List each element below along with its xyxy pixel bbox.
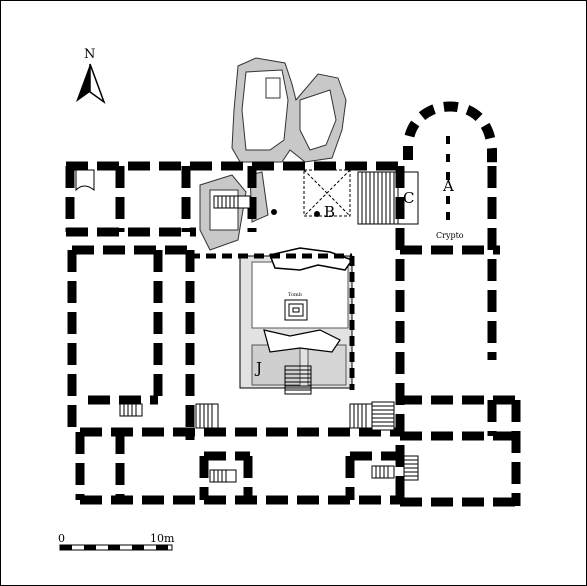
north-arrow: N <box>76 47 106 105</box>
walls <box>65 161 521 507</box>
drum-east-step <box>371 401 395 431</box>
drum-court-west <box>195 403 219 429</box>
drum-south-east <box>371 465 395 479</box>
stair-south-east <box>403 455 419 481</box>
crypto-axis <box>446 136 450 220</box>
room-label-j: J <box>254 359 262 377</box>
column-base <box>271 209 277 215</box>
court-walls <box>190 253 355 390</box>
stair-north-room <box>213 195 251 209</box>
tomb-label: Tomb <box>288 292 302 298</box>
room-label-b: B <box>324 203 335 221</box>
room-label-c: C <box>403 189 414 207</box>
north-label: N <box>84 47 95 62</box>
scale-start: 0 <box>58 532 65 545</box>
room-label-a: A <box>442 177 454 195</box>
drum-west-upper <box>119 403 143 417</box>
scale-bar: 0 10m <box>58 532 175 551</box>
column-drums <box>119 195 419 483</box>
drum-south-west <box>209 469 237 483</box>
crypto-label: Crypto <box>436 231 464 240</box>
court-stair <box>284 365 312 395</box>
apse-walls <box>403 101 497 170</box>
drum-court-east <box>349 403 373 429</box>
corner-stair-nw <box>75 169 95 192</box>
stair-c <box>357 171 419 225</box>
scale-end: 10m <box>150 532 175 545</box>
column-base <box>314 211 320 217</box>
rock-cut-area <box>199 57 347 251</box>
